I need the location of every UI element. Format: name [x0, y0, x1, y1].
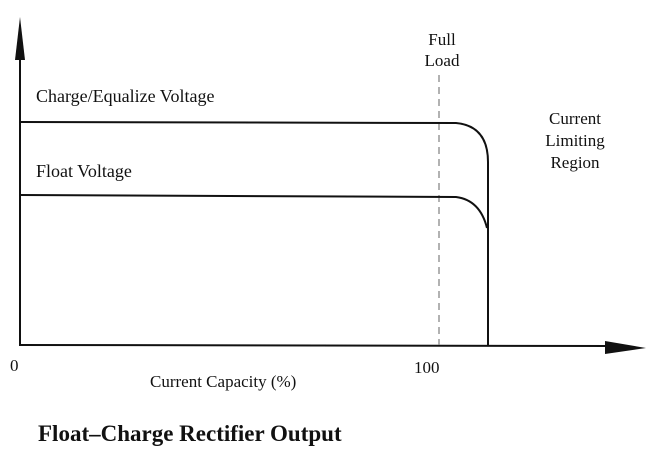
series-label-float: Float Voltage [36, 161, 132, 181]
charge-equalize-curve [19, 121, 489, 345]
x-tick-100: 100 [414, 358, 440, 377]
y-axis-arrow [15, 17, 25, 60]
x-axis [18, 344, 611, 347]
x-tick-0: 0 [10, 356, 19, 375]
float-voltage-curve [19, 194, 488, 229]
full-load-label-1: Full [428, 30, 456, 49]
current-limit-label-1: Current [549, 109, 601, 128]
current-limit-label-3: Region [550, 153, 600, 172]
x-axis-label: Current Capacity (%) [150, 372, 297, 391]
current-limit-label-2: Limiting [545, 131, 605, 150]
full-load-label-2: Load [424, 51, 460, 70]
diagram-title: Float–Charge Rectifier Output [38, 421, 342, 446]
x-axis-arrow [605, 341, 646, 354]
series-label-charge: Charge/Equalize Voltage [36, 86, 215, 106]
